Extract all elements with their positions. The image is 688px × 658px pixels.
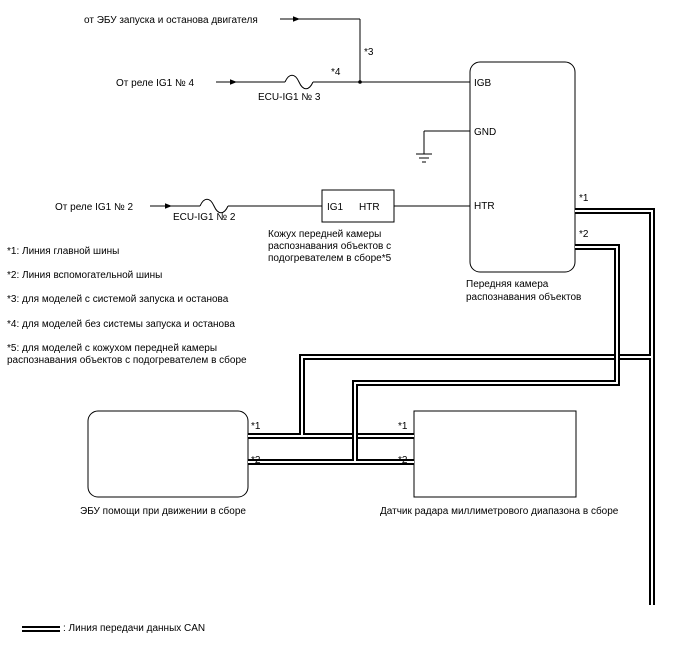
- heater-pin-ig1: IG1: [327, 202, 344, 213]
- can-main-bus: [248, 208, 655, 605]
- can-legend-label: : Линия передачи данных CAN: [63, 623, 206, 634]
- front-camera-box: [469, 61, 576, 273]
- footnote-4: *4: для моделей без системы запуска и ос…: [7, 319, 235, 330]
- driving-assist-ecu-caption: ЭБУ помощи при движении в сборе: [80, 505, 246, 517]
- heater-pin-htr: HTR: [359, 202, 380, 213]
- footnote-5-line1: *5: для моделей с кожухом передней камер…: [7, 343, 218, 354]
- radar-marker-1: *1: [398, 421, 408, 432]
- marker-4: *4: [331, 67, 341, 78]
- heater-caption-line3: подогревателем в сборе*5: [268, 252, 392, 264]
- source-relay-ig1-2-label: От реле IG1 № 2: [55, 202, 134, 213]
- radar-marker-2: *2: [398, 455, 408, 466]
- camera-caption-line1: Передняя камера: [466, 279, 549, 290]
- camera-marker-2: *2: [579, 229, 589, 240]
- can-sub-bus: [248, 244, 620, 465]
- camera-marker-1: *1: [579, 193, 589, 204]
- driving-assist-ecu-box: [87, 410, 249, 498]
- fuse-ecu-ig1-3-label: ECU-IG1 № 3: [258, 92, 321, 103]
- fuse-ecu-ig1-2-label: ECU-IG1 № 2: [173, 212, 236, 223]
- fuse-ecu-ig1-2-symbol: [199, 198, 229, 214]
- camera-caption-line2: распознавания объектов: [466, 291, 581, 303]
- ecu-marker-1: *1: [251, 421, 261, 432]
- footnote-5-line2: распознавания объектов с подогревателем …: [7, 355, 247, 366]
- heater-housing-box: [321, 189, 395, 223]
- marker-3: *3: [364, 47, 374, 58]
- footnote-2: *2: Линия вспомогательной шины: [7, 270, 163, 281]
- ecu-marker-2: *2: [251, 455, 261, 466]
- fuse-ecu-ig1-3-symbol: [284, 74, 314, 90]
- camera-pin-igb: IGB: [474, 78, 492, 89]
- footnote-1: *1: Линия главной шины: [7, 246, 120, 257]
- heater-caption-line1: Кожух передней камеры: [268, 229, 381, 240]
- heater-caption-line2: распознавания объектов с: [268, 240, 391, 252]
- radar-sensor-caption: Датчик радара миллиметрового диапазона в…: [380, 505, 619, 517]
- ground-icon: [416, 153, 432, 163]
- camera-pin-gnd: GND: [474, 127, 496, 138]
- camera-pin-htr: HTR: [474, 201, 495, 212]
- radar-sensor-box: [413, 410, 577, 498]
- footnote-3: *3: для моделей с системой запуска и ост…: [7, 294, 229, 305]
- source-relay-ig1-4-label: От реле IG1 № 4: [116, 78, 195, 89]
- source-ecu-start-stop-label: от ЭБУ запуска и останова двигателя: [84, 15, 258, 26]
